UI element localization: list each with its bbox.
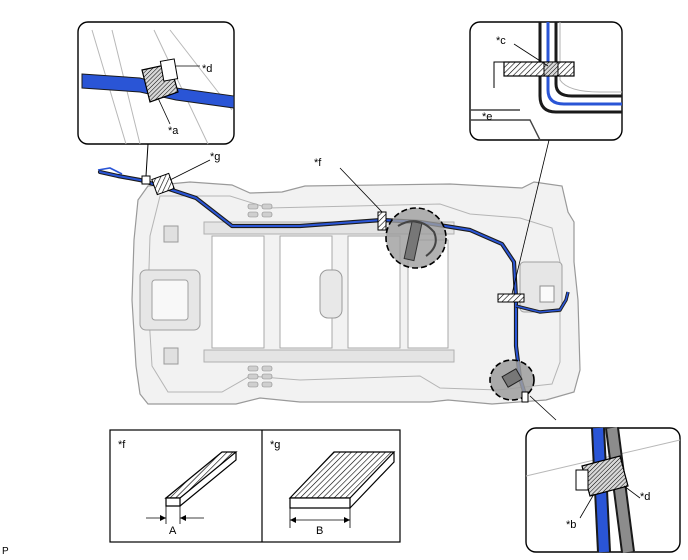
- rear-clamp-highlight-circle: [489, 359, 535, 401]
- figure-code: P: [2, 546, 9, 557]
- label-e: *e: [482, 111, 492, 123]
- label-a: *a: [168, 125, 179, 137]
- dimension-label-a: A: [169, 525, 177, 537]
- label-g-main: *g: [210, 151, 220, 163]
- label-g-detail: *g: [270, 439, 280, 451]
- tape-c-marker: [497, 293, 525, 303]
- connector-rear-marker: [521, 391, 529, 403]
- label-d-bottom: *d: [640, 491, 650, 503]
- roof-headliner: [131, 181, 581, 405]
- leader-line-g: [169, 159, 211, 181]
- inset-detail-ce: [469, 21, 623, 141]
- inset-detail-ad: [77, 21, 235, 177]
- leader-line-c: [511, 135, 551, 295]
- leader-line-bd: [529, 395, 557, 421]
- label-c: *c: [496, 35, 506, 47]
- tape-g-marker: [151, 172, 175, 196]
- label-b: *b: [566, 519, 576, 531]
- tape-dimension-detail-box: [109, 429, 401, 543]
- label-f-detail: *f: [118, 439, 126, 451]
- label-f-main: *f: [314, 157, 322, 169]
- tape-f-marker: [377, 211, 387, 231]
- label-d-top: *d: [202, 63, 212, 75]
- leader-line-f: [339, 167, 383, 213]
- inset-detail-bd: [525, 427, 681, 553]
- clamp-highlight-circle: [385, 207, 447, 269]
- dimension-label-b: B: [316, 525, 323, 537]
